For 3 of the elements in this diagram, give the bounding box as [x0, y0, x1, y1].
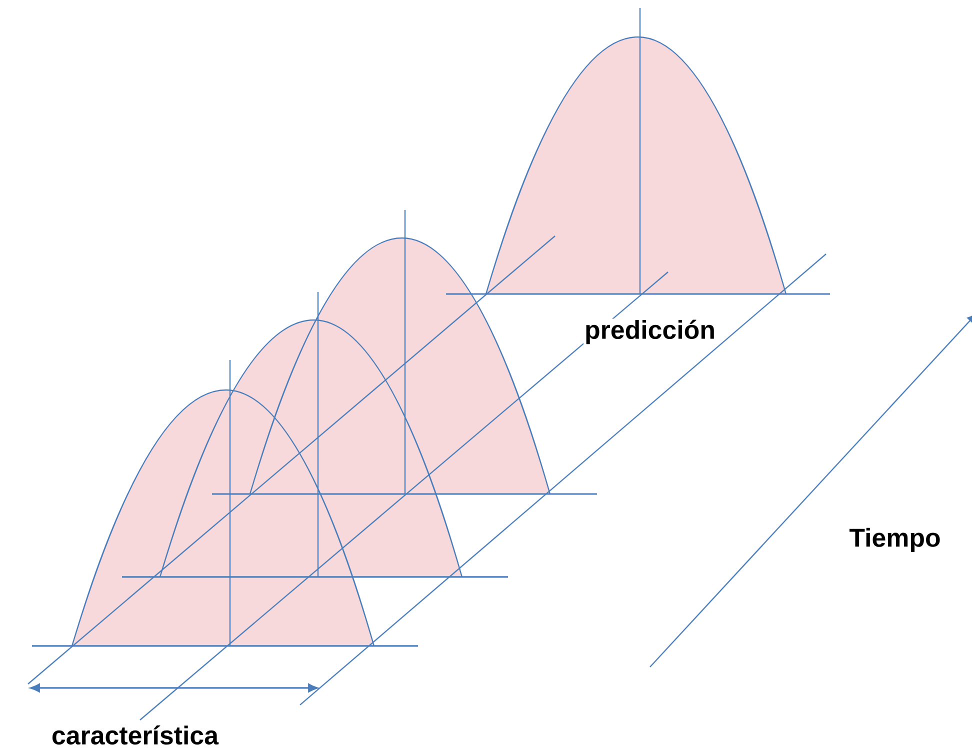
axis-label: Tiempo	[848, 526, 942, 554]
axis-label: característica	[50, 724, 220, 746]
axis-label: predicción	[584, 318, 716, 346]
